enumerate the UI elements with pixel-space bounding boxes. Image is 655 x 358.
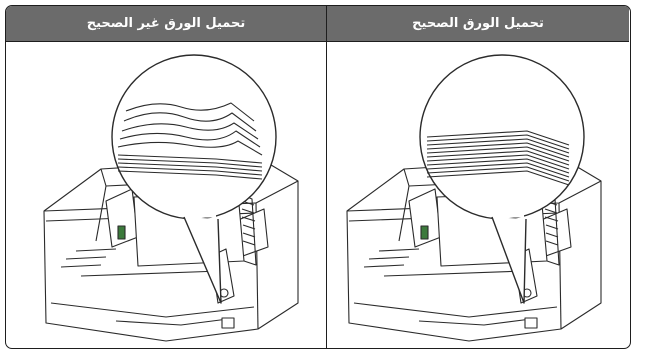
correct-loading-heading: تحميل الورق الصحيح	[327, 6, 629, 42]
magnified-callout	[111, 54, 277, 220]
incorrect-tray-illustration	[43, 54, 299, 342]
incorrect-loading-heading: تحميل الورق غير الصحيح	[6, 6, 326, 42]
guide-tab	[117, 225, 126, 240]
guide-tab	[420, 225, 429, 240]
paper-loading-figure: تحميل الورق غير الصحيح	[5, 5, 631, 349]
incorrect-loading-panel: تحميل الورق غير الصحيح	[6, 6, 327, 348]
correct-tray-illustration	[346, 54, 602, 342]
correct-loading-panel: تحميل الورق الصحيح	[327, 6, 629, 348]
